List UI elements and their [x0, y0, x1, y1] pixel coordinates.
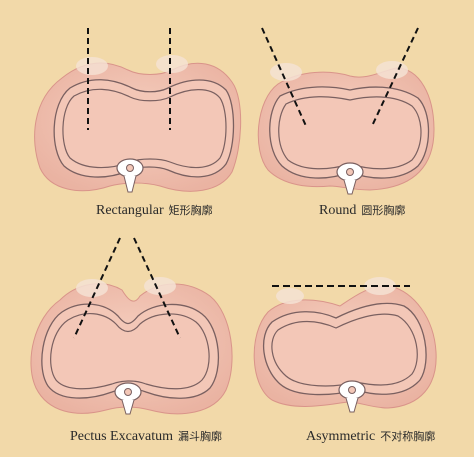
shoulder-pad-left: [76, 57, 108, 75]
dashed-line-right: [371, 27, 419, 127]
panel-asymmetric: [253, 277, 437, 413]
shoulder-pad-right: [156, 55, 188, 73]
shoulder-pad-left: [76, 279, 108, 297]
shoulder-pad-right: [144, 277, 176, 295]
panel-round: [257, 27, 435, 195]
caption-zh: 不对称胸廓: [380, 430, 436, 443]
shoulder-pad-right: [376, 61, 408, 79]
rib-ring-inner: [50, 313, 210, 390]
spine-vertebra: [114, 382, 142, 415]
caption-zh: 圆形胸廓: [361, 204, 406, 217]
rib-ring-inner: [271, 313, 418, 387]
caption-en: Rectangular: [96, 203, 164, 218]
spine-vertebra: [116, 158, 144, 193]
spine-vertebra: [336, 162, 364, 195]
caption-pectus-excavatum: Pectus Excavatum 漏斗胸廓: [70, 428, 222, 445]
caption-round: Round 圆形胸廓: [319, 202, 405, 219]
caption-en: Round: [319, 203, 357, 218]
caption-zh: 漏斗胸廓: [178, 430, 223, 443]
shoulder-pad-left: [270, 63, 302, 81]
panel-rectangular: [34, 28, 242, 193]
shoulder-pad-left: [276, 288, 304, 304]
spine-vertebra: [338, 380, 366, 413]
rib-ring-inner: [278, 96, 422, 170]
rib-ring-inner: [62, 88, 227, 169]
dashed-line-left: [73, 237, 121, 339]
shoulder-pad-right: [364, 277, 396, 295]
caption-rectangular: Rectangular 矩形胸廓: [96, 202, 213, 219]
caption-zh: 矩形胸廓: [168, 204, 213, 217]
caption-en: Asymmetric: [306, 429, 376, 444]
caption-asymmetric: Asymmetric 不对称胸廓: [306, 428, 435, 445]
dashed-line-right: [133, 237, 181, 339]
dashed-line-left: [261, 27, 307, 127]
panel-pectus-excavatum: [30, 237, 233, 415]
caption-en: Pectus Excavatum: [70, 429, 174, 444]
